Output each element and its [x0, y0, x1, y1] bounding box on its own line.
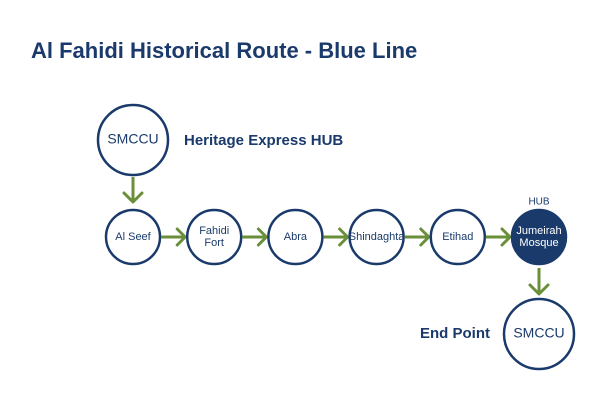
stop-label: Abra — [284, 231, 308, 243]
start-node[interactable]: SMCCU — [96, 103, 170, 177]
arrow-down-start — [122, 177, 144, 204]
stop-label: Jumeirah — [516, 225, 561, 237]
arrow-right — [323, 227, 350, 247]
end-side-label: End Point — [420, 325, 490, 342]
stop-label: Fort — [204, 237, 224, 249]
stop-node[interactable]: Al Seef — [104, 208, 162, 266]
stop-node[interactable]: Shindaghta — [348, 208, 406, 266]
stop-label: Fahidi — [199, 225, 229, 237]
arrow-right — [485, 227, 512, 247]
end-node-label: SMCCU — [513, 325, 564, 341]
stop-label: Mosque — [519, 237, 558, 249]
stop-node[interactable]: Etihad — [429, 208, 487, 266]
stop-node[interactable]: Abra — [267, 208, 324, 266]
arrow-right — [242, 227, 268, 247]
arrow-down-end — [528, 268, 550, 296]
start-node-label: SMCCU — [107, 131, 158, 147]
stop-label: Etihad — [442, 231, 473, 243]
stop-label: Al Seef — [115, 231, 151, 243]
page-title: Al Fahidi Historical Route - Blue Line — [31, 38, 418, 63]
arrow-right — [404, 227, 431, 247]
end-node[interactable]: SMCCU — [502, 297, 576, 371]
hub-tag: HUB — [528, 197, 549, 208]
start-side-label: Heritage Express HUB — [184, 132, 343, 149]
arrow-right — [161, 227, 187, 247]
stop-label: Shindaghta — [349, 231, 406, 243]
